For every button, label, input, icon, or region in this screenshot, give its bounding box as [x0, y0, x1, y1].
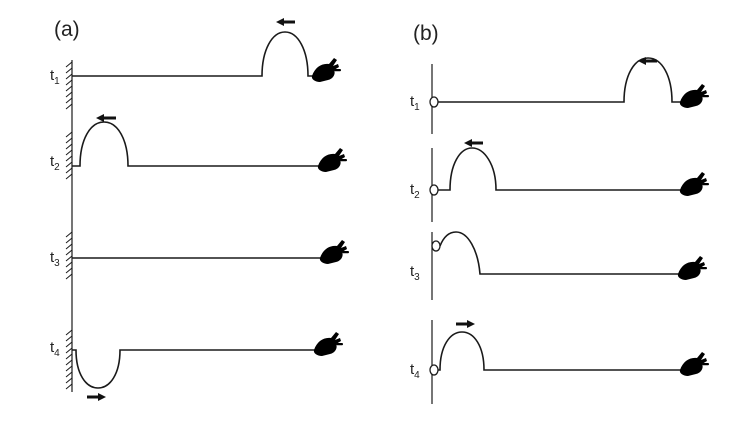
time-label: t4	[410, 361, 420, 381]
hand-icon	[679, 84, 709, 108]
hand-icon	[311, 58, 341, 82]
row-a-t1: t1	[50, 18, 341, 87]
arrow-right-icon	[456, 320, 475, 328]
hand-icon	[679, 352, 709, 376]
row-b-t1: t1	[410, 57, 709, 113]
row-b-t2: t2	[410, 139, 709, 201]
hand-icon	[319, 240, 349, 264]
panel-a-label: (a)	[54, 18, 80, 41]
rope-pulse-inverted	[72, 349, 316, 389]
rope-pulse	[438, 147, 682, 191]
hand-icon	[679, 172, 709, 196]
time-label: t2	[410, 181, 420, 201]
rope-pulse	[72, 31, 314, 77]
panel-a: (a)	[50, 18, 349, 401]
row-b-t4: t4	[410, 320, 709, 381]
arrow-left-icon	[276, 18, 295, 26]
rope-pulse	[72, 121, 320, 167]
row-a-t3: t3	[50, 240, 349, 269]
ring-icon	[429, 184, 439, 196]
hand-icon	[677, 256, 707, 280]
ring-icon	[429, 364, 439, 376]
row-a-t2: t2	[50, 114, 347, 173]
wall-a	[65, 60, 73, 392]
rope-pulse	[439, 231, 680, 275]
panel-b: (b) t1 t2 t3	[410, 22, 709, 404]
arrow-left-icon	[96, 114, 116, 122]
arrow-right-icon	[87, 393, 106, 401]
rope-pulse	[438, 57, 682, 103]
time-label: t3	[50, 249, 60, 269]
time-label: t3	[410, 263, 420, 283]
time-label: t1	[50, 67, 60, 87]
rope-pulse	[438, 331, 682, 371]
row-b-t3: t3	[410, 231, 707, 283]
arrow-left-icon	[638, 57, 657, 65]
ring-icon	[429, 96, 439, 108]
panel-b-label: (b)	[413, 22, 439, 45]
time-label: t2	[50, 153, 60, 173]
hand-icon	[317, 148, 347, 172]
time-label: t1	[410, 93, 420, 113]
time-label: t4	[50, 339, 60, 359]
ring-icon	[431, 240, 441, 252]
arrow-left-icon	[464, 139, 483, 147]
hand-icon	[313, 332, 343, 356]
row-a-t4: t4	[50, 332, 343, 401]
